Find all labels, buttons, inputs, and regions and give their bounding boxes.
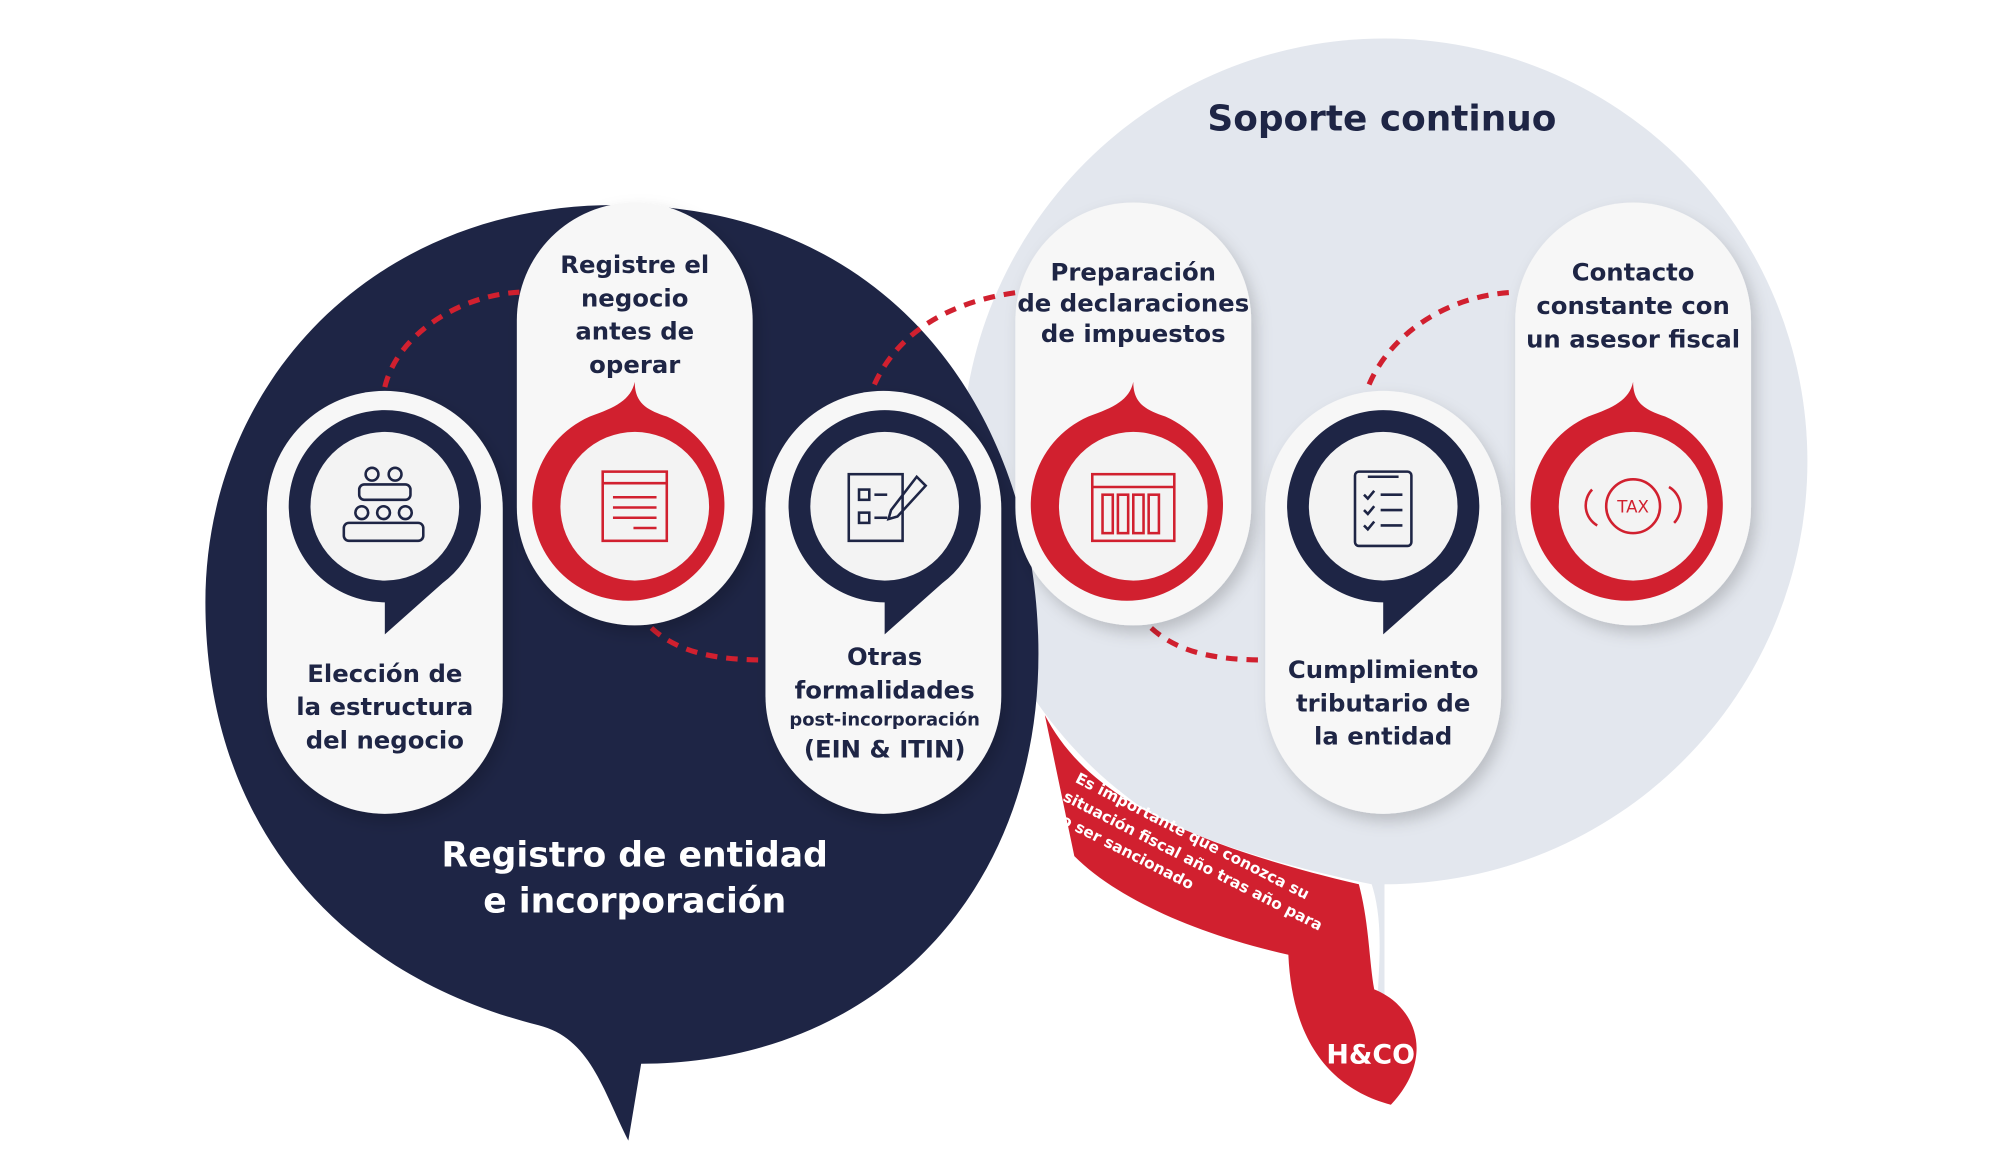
step-register-business: Registre el negocio antes de operar [516,202,753,626]
step-label: Registre el [560,250,709,279]
step-label: (EIN & ITIN) [804,734,966,763]
step-label: Otras [847,642,922,671]
step-label: del negocio [306,725,464,754]
step-tax-advisor-contact: TAX Contacto constante con un asesor fis… [1515,202,1752,626]
hco-logo: H&CO. [1326,1040,1424,1071]
registration-title-line-2: e incorporación [483,881,786,921]
step-label: un asesor fiscal [1526,324,1740,353]
step-post-incorporation: Otras formalidades post-incorporación (E… [765,390,1002,814]
step-label: Contacto [1572,258,1695,287]
tax-label: TAX [1616,498,1649,517]
step-label: negocio [581,283,689,312]
step-tax-preparation: Preparación de declaraciones de impuesto… [1015,202,1252,626]
step-label: Preparación [1051,258,1216,287]
columns-window-icon [1090,472,1176,543]
step-label: tributario de [1296,688,1470,717]
step-tax-compliance: Cumplimiento tributario de la entidad [1265,390,1502,814]
step-label: de impuestos [1041,319,1226,348]
document-icon [601,470,669,543]
support-title: Soporte continuo [1207,99,1556,140]
people-icon [342,466,425,543]
checklist-icon [1353,470,1413,548]
step-label: formalidades [795,675,975,704]
step-label: la estructura [296,692,473,721]
step-label: de declaraciones [1017,288,1249,317]
step-label: Elección de [307,659,462,688]
tax-cycle-icon: TAX [1584,478,1682,535]
step-label: post-incorporación [789,709,980,730]
step-label: la entidad [1314,722,1452,751]
step-label: constante con [1536,291,1729,320]
step-label: antes de [575,317,694,346]
registration-title-line-1: Registro de entidad [442,835,828,875]
step-label: Cumplimiento [1288,655,1479,684]
dashed-connectors [382,289,1516,663]
step-business-structure: Elección de la estructura del negocio [266,390,503,814]
form-edit-icon [847,472,928,543]
step-label: operar [589,350,680,379]
